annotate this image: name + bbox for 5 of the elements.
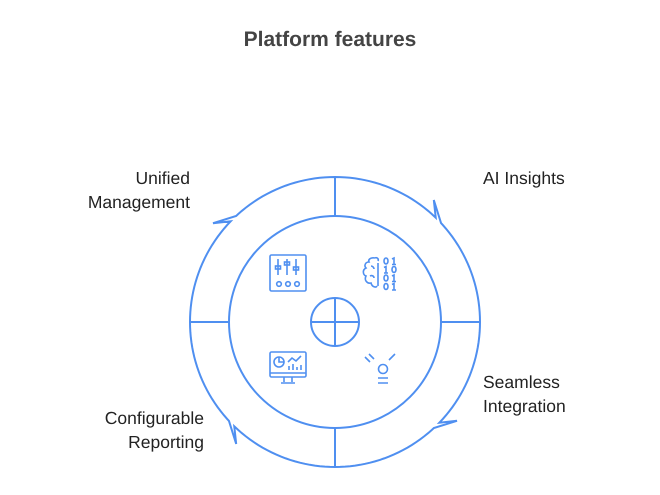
feature-label: Seamless Integration (483, 370, 613, 418)
diagram-title: Platform features (242, 28, 418, 52)
feature-label: AI Insights (483, 166, 613, 190)
feature-label: Configurable Reporting (74, 406, 204, 454)
feature-label: Unified Management (60, 166, 190, 214)
